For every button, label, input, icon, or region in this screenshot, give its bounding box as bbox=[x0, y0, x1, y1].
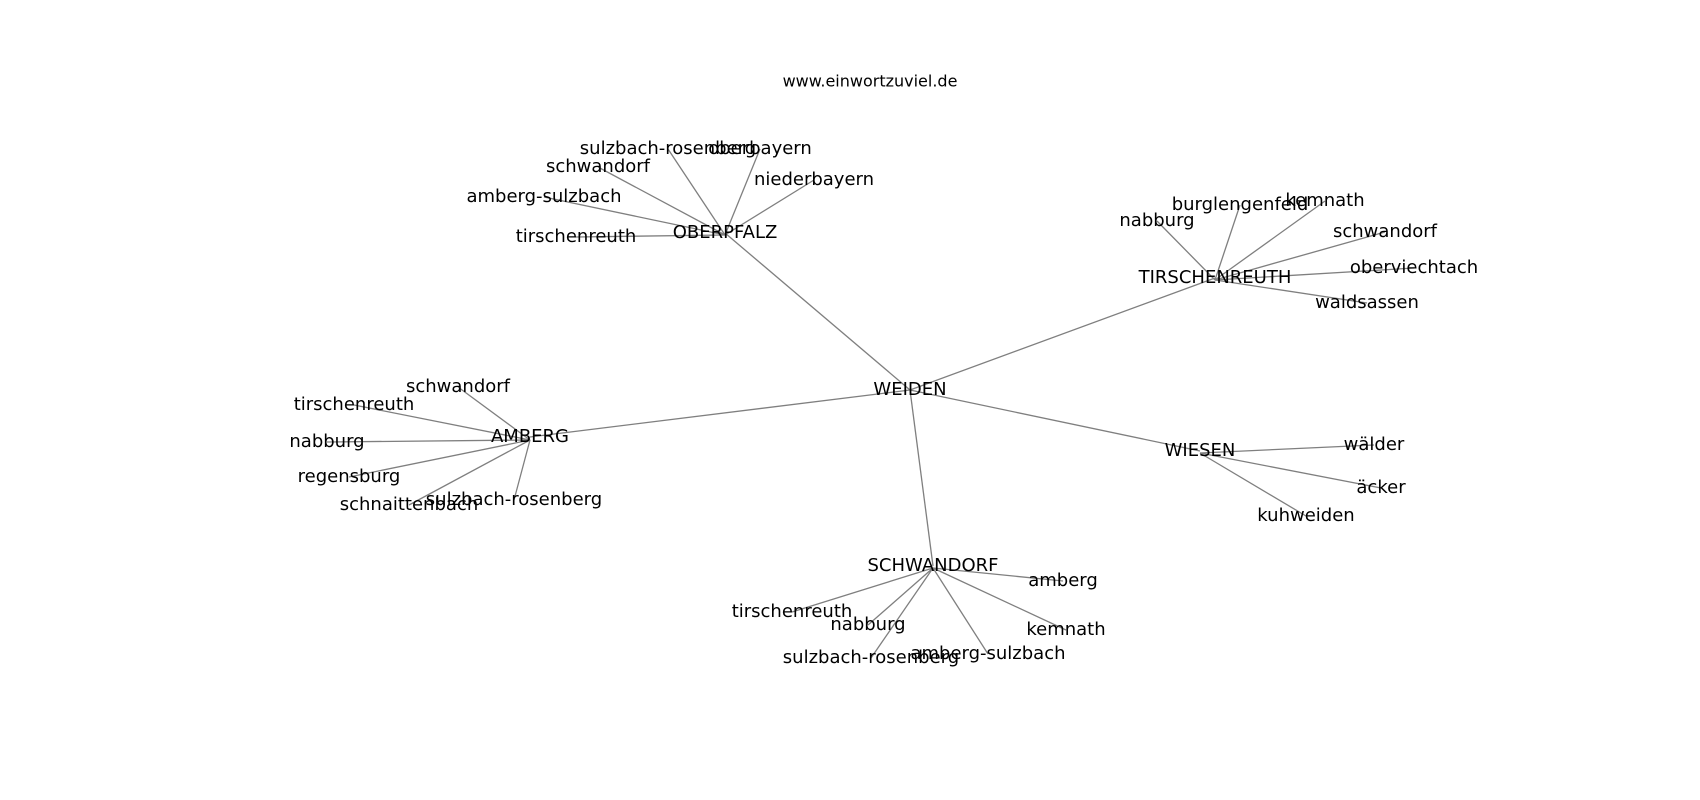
edge-hub-to-leaf bbox=[932, 567, 989, 655]
leaf-node-label: oberviechtach bbox=[1350, 257, 1478, 278]
leaf-node-label: burglengenfeld bbox=[1172, 194, 1309, 215]
leaf-node-label: nabburg bbox=[830, 614, 905, 635]
edge-hub-to-leaf bbox=[724, 148, 761, 236]
edge-center-to-hub bbox=[909, 389, 1201, 452]
edge-hub-to-leaf bbox=[867, 567, 934, 626]
leaf-node-label: sulzbach-rosenberg bbox=[580, 138, 756, 159]
edge-hub-to-leaf bbox=[597, 166, 726, 236]
edge-hub-to-leaf bbox=[791, 567, 934, 613]
edge-hub-to-leaf bbox=[1214, 200, 1326, 281]
leaf-node-label: äcker bbox=[1356, 477, 1406, 498]
edge-hub-to-leaf bbox=[724, 179, 815, 236]
leaf-node-label: schwandorf bbox=[1333, 221, 1438, 242]
edge-center-to-hub bbox=[909, 389, 934, 567]
leaf-node-label: nabburg bbox=[1119, 210, 1194, 231]
leaf-node-label: schwandorf bbox=[406, 376, 511, 397]
edge-hub-to-leaf bbox=[543, 196, 726, 236]
edge-hub-to-leaf bbox=[353, 404, 531, 441]
edge-hub-to-leaf bbox=[1214, 279, 1368, 304]
leaf-node-label: tirschenreuth bbox=[732, 601, 853, 622]
leaf-node-label: schnaittenbach bbox=[340, 494, 478, 515]
edge-hub-to-leaf bbox=[575, 234, 726, 238]
hub-node-label: WIESEN bbox=[1165, 440, 1236, 461]
edge-center-to-hub bbox=[909, 277, 1216, 391]
edge-hub-to-leaf bbox=[1214, 204, 1241, 281]
labels-layer: WEIDENOBERPFALZsulzbach-rosenbergoberbay… bbox=[289, 138, 1478, 668]
edge-hub-to-leaf bbox=[667, 148, 726, 236]
edges-layer bbox=[326, 148, 1415, 659]
leaf-node-label: kuhweiden bbox=[1257, 505, 1354, 526]
leaf-node-label: waldsassen bbox=[1315, 292, 1419, 313]
leaf-node-label: tirschenreuth bbox=[294, 394, 415, 415]
leaf-node-label: kemnath bbox=[1285, 190, 1364, 211]
hub-node-label: AMBERG bbox=[491, 426, 569, 447]
edge-hub-to-leaf bbox=[326, 439, 531, 443]
edge-hub-to-leaf bbox=[932, 567, 1064, 582]
leaf-node-label: sulzbach-rosenberg bbox=[426, 489, 602, 510]
leaf-node-label: wälder bbox=[1344, 434, 1405, 455]
hub-node-label: TIRSCHENREUTH bbox=[1138, 267, 1292, 288]
edge-hub-to-leaf bbox=[513, 439, 531, 501]
leaf-node-label: kemnath bbox=[1026, 619, 1105, 640]
center-node-label: WEIDEN bbox=[873, 379, 946, 400]
edge-hub-to-leaf bbox=[1199, 444, 1375, 454]
leaf-node-label: schwandorf bbox=[546, 156, 651, 177]
hub-node-label: SCHWANDORF bbox=[867, 555, 998, 576]
edge-hub-to-leaf bbox=[1199, 452, 1307, 517]
edge-hub-to-leaf bbox=[1214, 267, 1415, 281]
leaf-node-label: regensburg bbox=[298, 466, 401, 487]
edge-hub-to-leaf bbox=[870, 567, 934, 659]
leaf-node-label: niederbayern bbox=[754, 169, 874, 190]
edge-hub-to-leaf bbox=[1156, 220, 1216, 281]
leaf-node-label: oberbayern bbox=[708, 138, 812, 159]
leaf-node-label: amberg-sulzbach bbox=[466, 186, 621, 207]
leaf-node-label: amberg-sulzbach bbox=[910, 643, 1065, 664]
leaf-node-label: nabburg bbox=[289, 431, 364, 452]
edge-hub-to-leaf bbox=[408, 439, 531, 506]
leaf-node-label: tirschenreuth bbox=[516, 226, 637, 247]
hub-node-label: OBERPFALZ bbox=[673, 222, 778, 243]
edge-hub-to-leaf bbox=[1214, 231, 1386, 281]
edge-center-to-hub bbox=[529, 389, 911, 438]
edge-hub-to-leaf bbox=[348, 439, 531, 478]
site-watermark: www.einwortzuviel.de bbox=[783, 72, 958, 91]
edge-hub-to-leaf bbox=[932, 567, 1067, 631]
leaf-node-label: sulzbach-rosenberg bbox=[783, 647, 959, 668]
leaf-node-label: amberg bbox=[1028, 570, 1098, 591]
edge-hub-to-leaf bbox=[457, 386, 531, 441]
edge-center-to-hub bbox=[724, 232, 911, 391]
edge-hub-to-leaf bbox=[1199, 452, 1382, 489]
